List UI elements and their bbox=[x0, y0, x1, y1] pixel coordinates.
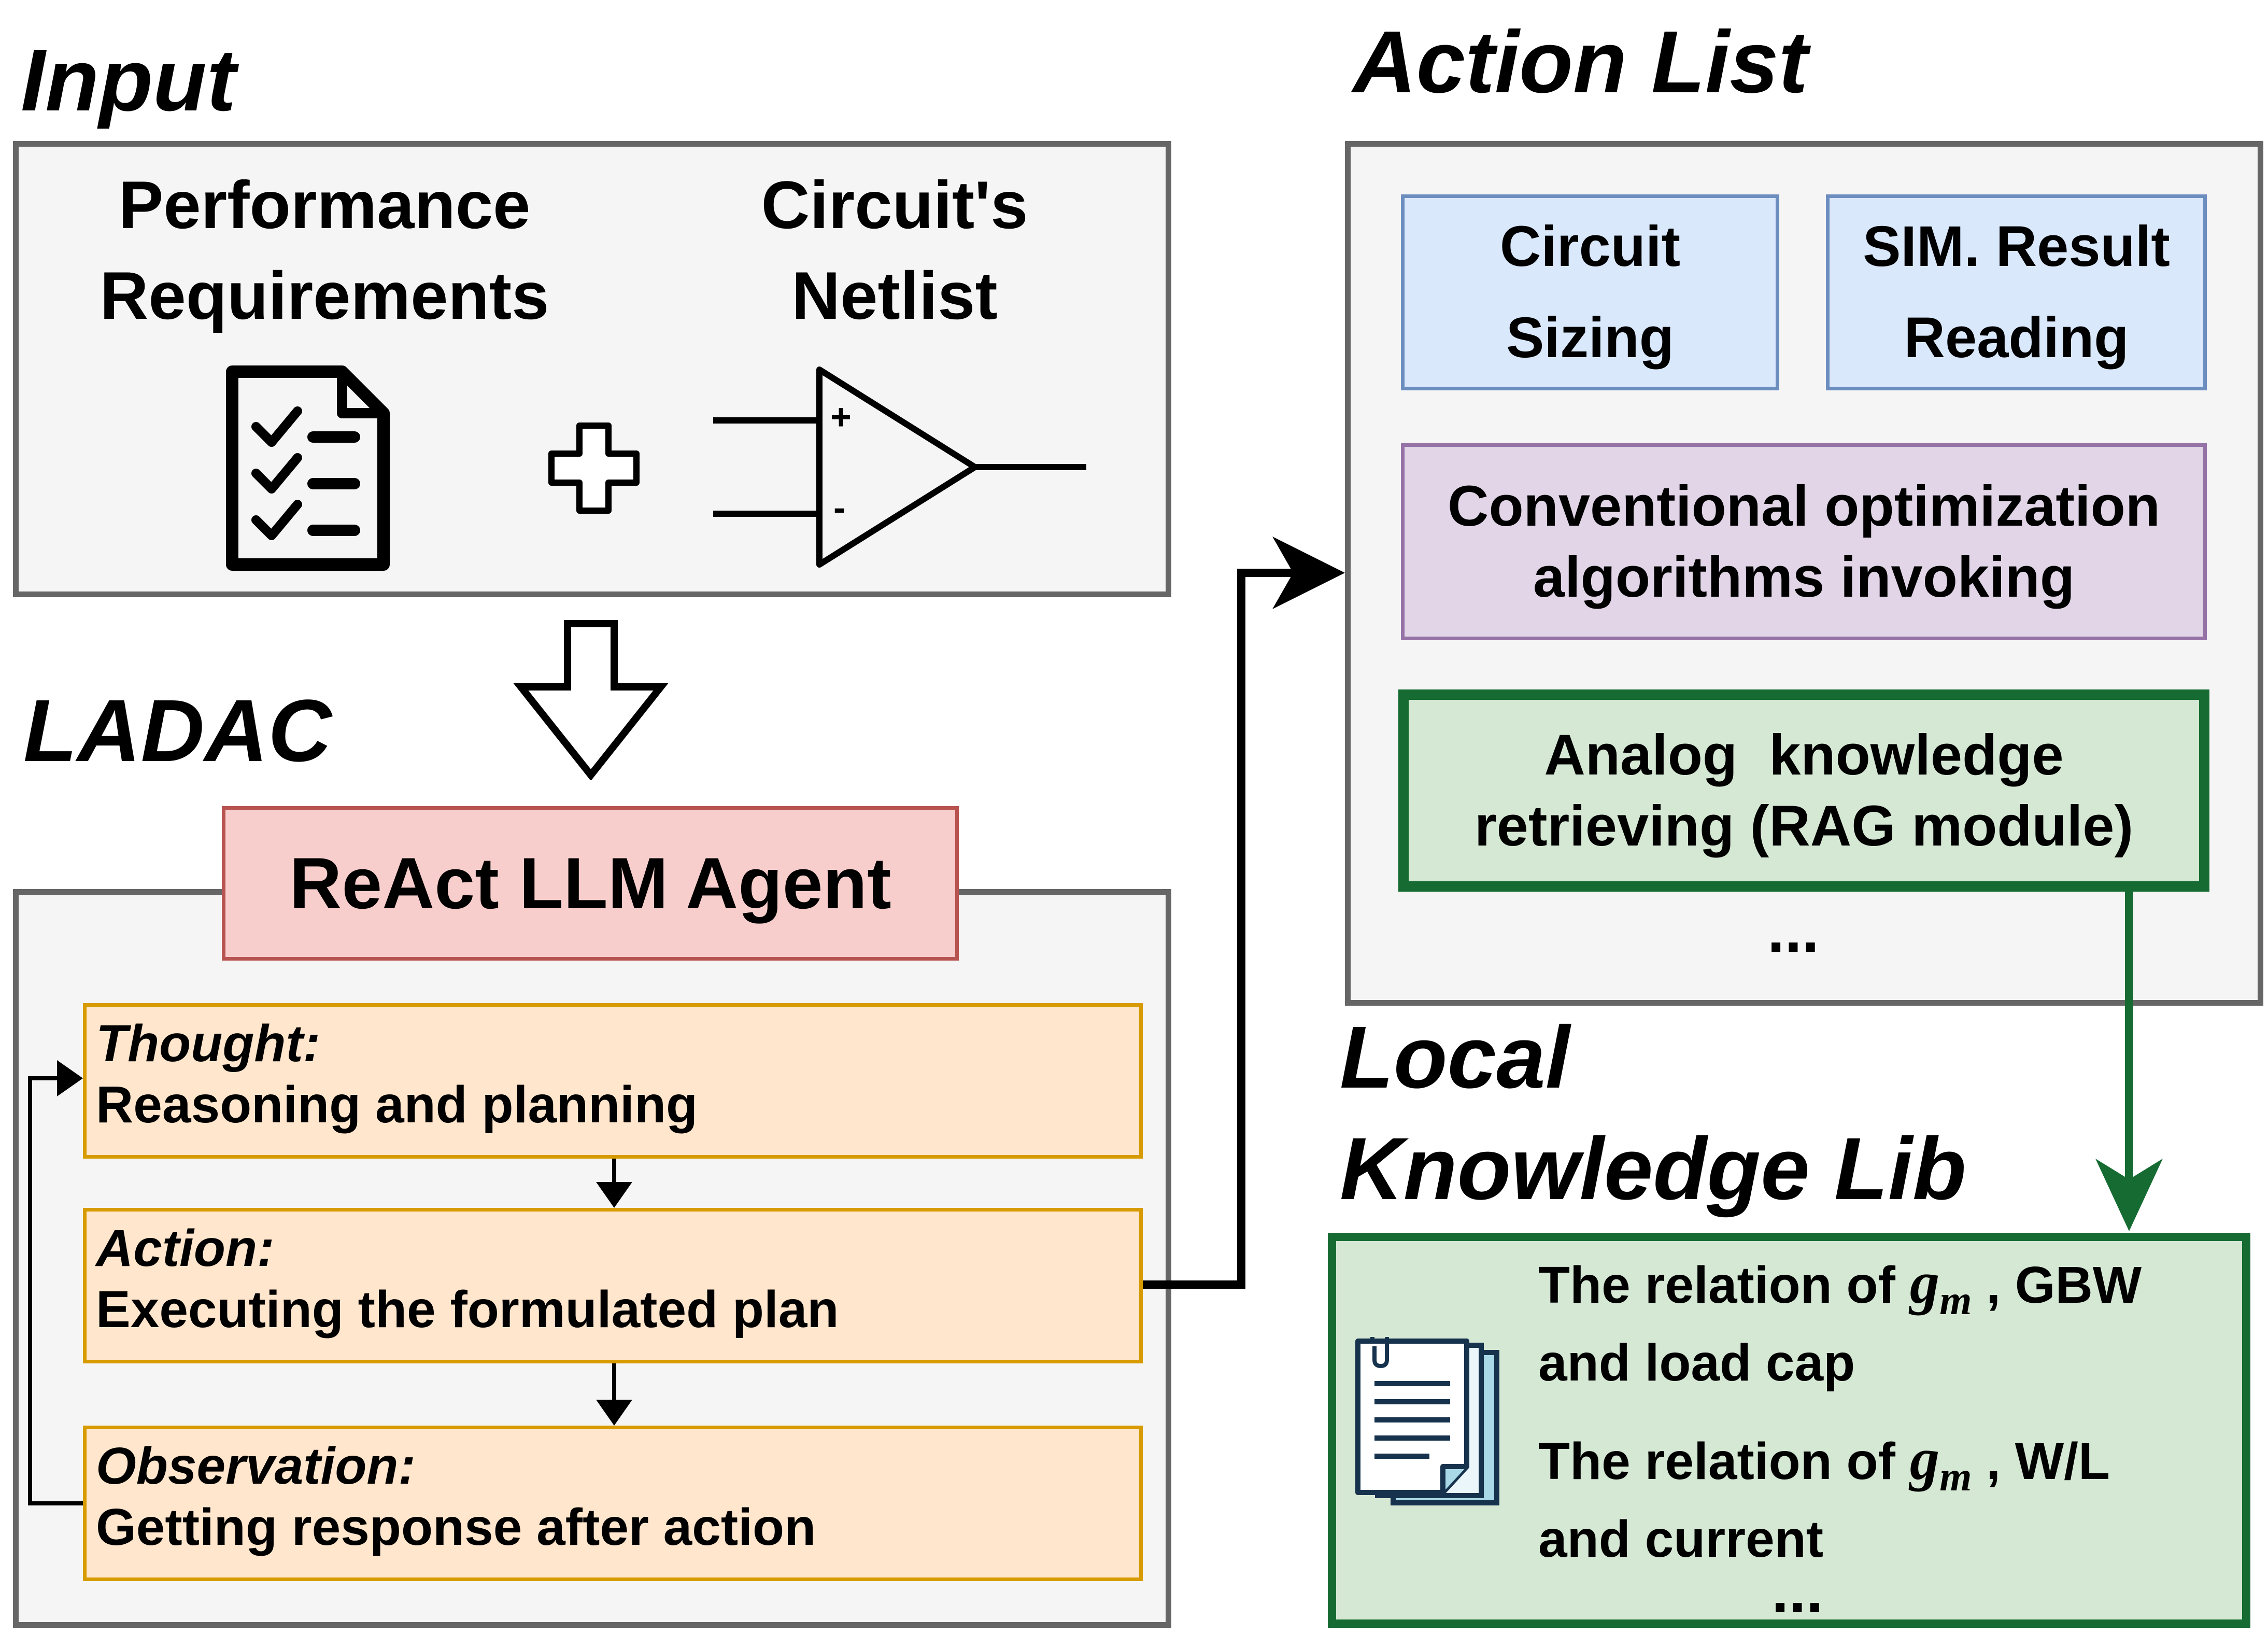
thought-text: Reasoning and planning bbox=[96, 1076, 698, 1134]
action-list-title: Action List bbox=[1353, 13, 1808, 111]
netlist-label-line1: Circuit's bbox=[761, 166, 1028, 243]
observation-label: Observation: bbox=[96, 1437, 416, 1495]
plus-icon bbox=[548, 422, 640, 514]
input-box: Performance Requirements Circuit's Netli… bbox=[13, 141, 1171, 597]
performance-label-line1: Performance bbox=[118, 166, 531, 243]
observation-text: Getting response after action bbox=[96, 1498, 816, 1556]
knowledge-lib-title-line2: Knowledge Lib bbox=[1340, 1120, 1966, 1218]
documents-icon bbox=[1355, 1337, 1499, 1505]
rag-line1: Analog knowledge bbox=[1544, 723, 2064, 787]
knowledge-lib-box: The relation of gm , GBW and load cap Th… bbox=[1328, 1233, 2250, 1628]
react-agent-label: ReAct LLM Agent bbox=[289, 842, 891, 924]
netlist-label-line2: Netlist bbox=[791, 258, 998, 333]
action-text: Executing the formulated plan bbox=[96, 1280, 839, 1339]
op-amp-icon: + - bbox=[713, 367, 1086, 568]
action-list-ellipsis: ... bbox=[1767, 896, 1820, 965]
sim-result-reading-box: SIM. Result Reading bbox=[1826, 194, 2207, 390]
knowledge-item-2-line1: The relation of gm , W/L bbox=[1538, 1426, 2110, 1500]
thought-step-box: Thought: Reasoning and planning bbox=[83, 1003, 1143, 1159]
optimization-line2: algorithms invoking bbox=[1533, 545, 2075, 609]
sim-result-line1: SIM. Result bbox=[1863, 215, 2170, 278]
rag-to-knowledge-lib-arrowhead bbox=[2095, 1159, 2163, 1231]
checklist-document-icon bbox=[226, 365, 390, 571]
performance-label-line2: Requirements bbox=[100, 258, 549, 333]
action-to-action-list-arrowhead bbox=[1272, 537, 1345, 609]
gm-symbol: g bbox=[1909, 1250, 1940, 1316]
knowledge-item-2-line2: and current bbox=[1538, 1510, 1824, 1568]
react-llm-agent-box: ReAct LLM Agent bbox=[222, 806, 959, 961]
knowledge-item-1-line1: The relation of gm , GBW bbox=[1538, 1250, 2142, 1323]
observation-loop-arrowhead bbox=[57, 1060, 83, 1096]
action-to-observation-arrowhead bbox=[596, 1400, 632, 1426]
knowledge-lib-title-line1: Local bbox=[1340, 1008, 1570, 1107]
circuit-sizing-line1: Circuit bbox=[1499, 215, 1681, 278]
observation-step-box: Observation: Getting response after acti… bbox=[83, 1426, 1143, 1581]
rag-module-box: Analog knowledge retrieving (RAG module) bbox=[1398, 689, 2209, 892]
circuit-sizing-box: Circuit Sizing bbox=[1401, 194, 1779, 390]
performance-requirements-label: Performance Requirements bbox=[39, 162, 609, 339]
hollow-down-arrow-icon bbox=[513, 620, 669, 780]
action-step-box: Action: Executing the formulated plan bbox=[83, 1208, 1143, 1363]
knowledge-item-1-line2: and load cap bbox=[1538, 1334, 1855, 1392]
opamp-plus-sign: + bbox=[830, 397, 852, 437]
thought-to-action-arrowhead bbox=[596, 1182, 632, 1208]
opamp-minus-sign: - bbox=[833, 487, 845, 528]
netlist-label: Circuit's Netlist bbox=[661, 162, 1128, 339]
optimization-algorithms-box: Conventional optimization algorithms inv… bbox=[1401, 443, 2207, 640]
action-label: Action: bbox=[96, 1219, 275, 1277]
gm-symbol: g bbox=[1909, 1426, 1940, 1492]
sim-result-line2: Reading bbox=[1904, 306, 2129, 370]
ladac-title: LADAC bbox=[23, 682, 332, 780]
optimization-line1: Conventional optimization bbox=[1448, 474, 2160, 538]
knowledge-lib-ellipsis: ... bbox=[1771, 1556, 1824, 1626]
circuit-sizing-line2: Sizing bbox=[1506, 306, 1674, 370]
thought-label: Thought: bbox=[96, 1015, 321, 1073]
input-title: Input bbox=[21, 31, 236, 130]
action-to-action-list-arrow bbox=[1143, 569, 1319, 1289]
observation-loop-arrow bbox=[28, 1076, 83, 1505]
rag-line2: retrieving (RAG module) bbox=[1474, 794, 2134, 858]
